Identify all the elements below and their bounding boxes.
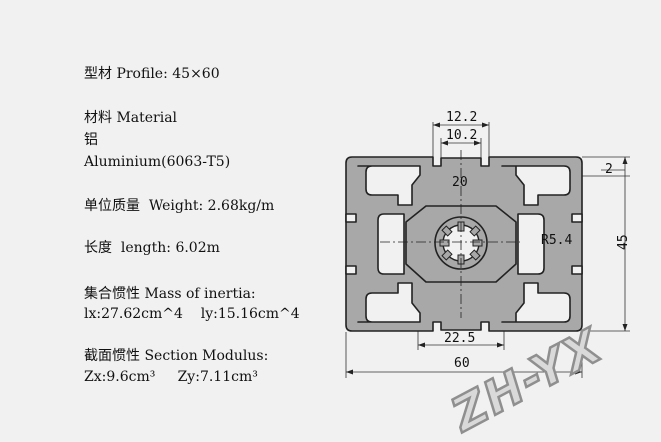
spec-material-en: Aluminium(6063-T5) [84,154,231,170]
dimension-arrows [346,122,628,375]
dim-bottom-slot: 22.5 [444,331,475,346]
spec-material-label: 材料 Material [84,110,178,126]
spec-modulus-label: 截面惯性 Section Modulus: [84,348,269,364]
center-lines [380,150,520,318]
dim-core-width: 20 [452,175,468,190]
dim-slot-outer: 12.2 [446,110,477,125]
spec-inertia-values: lx:27.62cm^4 ly:15.16cm^4 [84,306,300,322]
spec-modulus-values: Zx:9.6cm³ Zy:7.11cm³ [84,369,258,385]
spec-length: 长度 length: 6.02m [84,240,220,256]
dim-width: 60 [454,356,470,371]
dim-height: 45 [616,234,631,250]
spec-material-cn: 铝 [84,132,98,148]
dim-radius: R5.4 [541,233,572,248]
spec-profile: 型材 Profile: 45×60 [84,66,220,82]
spec-inertia-label: 集合惯性 Mass of inertia: [84,286,256,302]
spec-weight: 单位质量 Weight: 2.68kg/m [84,198,275,214]
dim-slot-inner: 10.2 [446,128,477,143]
dim-wall: 2 [605,162,613,177]
